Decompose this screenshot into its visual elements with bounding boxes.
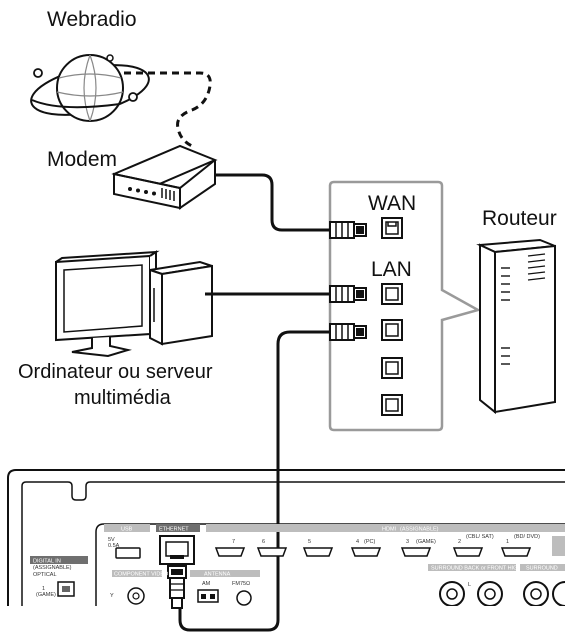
usb-port bbox=[115, 547, 141, 559]
wan-label: WAN bbox=[368, 192, 416, 215]
antenna-label: ANTENNA bbox=[204, 572, 231, 578]
svg-text:1: 1 bbox=[506, 539, 509, 545]
globe-icon bbox=[30, 54, 150, 122]
hdmi-input-7: 7 bbox=[214, 539, 246, 557]
hdmi-input-2: 2 (CBL/ SAT) bbox=[452, 534, 494, 557]
internet-dashed-link bbox=[124, 71, 212, 148]
surround-label: SURROUND bbox=[526, 566, 558, 572]
hdmi-input-4: 4 (PC) bbox=[350, 539, 382, 557]
surround-back-label: SURROUND BACK or FRONT HIGH bbox=[431, 566, 521, 572]
ethernet-port-icon bbox=[159, 535, 195, 565]
lan-label: LAN bbox=[371, 258, 412, 281]
component-video-label: COMPONENT VIDEO bbox=[114, 572, 169, 578]
router-ports bbox=[381, 217, 403, 416]
router-icon bbox=[476, 238, 556, 415]
wan-port-icon bbox=[381, 217, 403, 239]
component-y-label: Y bbox=[110, 593, 114, 599]
hdmi-input-5: 5 bbox=[302, 539, 334, 557]
svg-text:(BD/ DVD): (BD/ DVD) bbox=[514, 534, 540, 540]
wan-connector-icon bbox=[329, 221, 367, 239]
svg-text:7: 7 bbox=[232, 539, 235, 545]
webradio-label: Webradio bbox=[47, 8, 137, 31]
fm-jack bbox=[236, 590, 252, 606]
modem-icon bbox=[111, 144, 218, 210]
hdmi-input-1: 1 (BD/ DVD) bbox=[500, 534, 540, 557]
computer-icon bbox=[55, 250, 213, 358]
usb-rating-1: 5V bbox=[108, 537, 115, 543]
ethernet-label: ETHERNET bbox=[159, 527, 189, 533]
svg-text:4: 4 bbox=[356, 539, 359, 545]
svg-text:3: 3 bbox=[406, 539, 409, 545]
usb-label: USB bbox=[121, 527, 133, 533]
svg-text:5: 5 bbox=[308, 539, 311, 545]
svg-text:6: 6 bbox=[262, 539, 265, 545]
router-label: Routeur bbox=[482, 207, 557, 230]
digital-in-sub-label: (ASSIGNABLE) bbox=[33, 565, 72, 571]
modem-to-wan-cable bbox=[214, 173, 330, 232]
svg-text:(CBL/ SAT): (CBL/ SAT) bbox=[466, 534, 494, 540]
hdmi-sub-label: (ASSIGNABLE) bbox=[400, 527, 439, 533]
usb-rating-2: 0.5A bbox=[108, 543, 120, 549]
svg-text:2: 2 bbox=[458, 539, 461, 545]
lan-port-1-icon bbox=[381, 283, 403, 305]
hdmi-label: HDMI bbox=[382, 527, 397, 533]
am-label: AM bbox=[202, 581, 211, 587]
computer-label-line2: multimédia bbox=[74, 387, 172, 409]
hdmi-input-6: 6 bbox=[256, 539, 288, 557]
optical-label: OPTICAL bbox=[33, 572, 57, 578]
optical-1-label: 1 bbox=[42, 586, 45, 592]
lan-connector-2-icon bbox=[329, 323, 367, 341]
svg-text:(GAME): (GAME) bbox=[416, 539, 436, 545]
lan-port-2-icon bbox=[381, 319, 403, 341]
lan-port-4-icon bbox=[381, 394, 403, 416]
router-port-callout bbox=[328, 180, 482, 432]
optical-game-label: (GAME) bbox=[36, 592, 56, 598]
fm-label: FM75Ω bbox=[232, 581, 250, 587]
receiver-rear-panel: USB 5V 0.5A ETHERNET HDMI (ASSIGNABLE) 7 bbox=[7, 469, 565, 609]
lan-port-3-icon bbox=[381, 357, 403, 379]
svg-text:(PC): (PC) bbox=[364, 539, 375, 545]
digital-in-label: DIGITAL IN bbox=[33, 559, 61, 565]
lan-connector-1-icon bbox=[329, 285, 367, 303]
computer-label-line1: Ordinateur ou serveur bbox=[18, 361, 213, 383]
modem-label: Modem bbox=[47, 148, 117, 171]
hdmi-input-3: 3 (GAME) bbox=[400, 539, 436, 557]
speaker-l-label: L bbox=[468, 582, 471, 588]
